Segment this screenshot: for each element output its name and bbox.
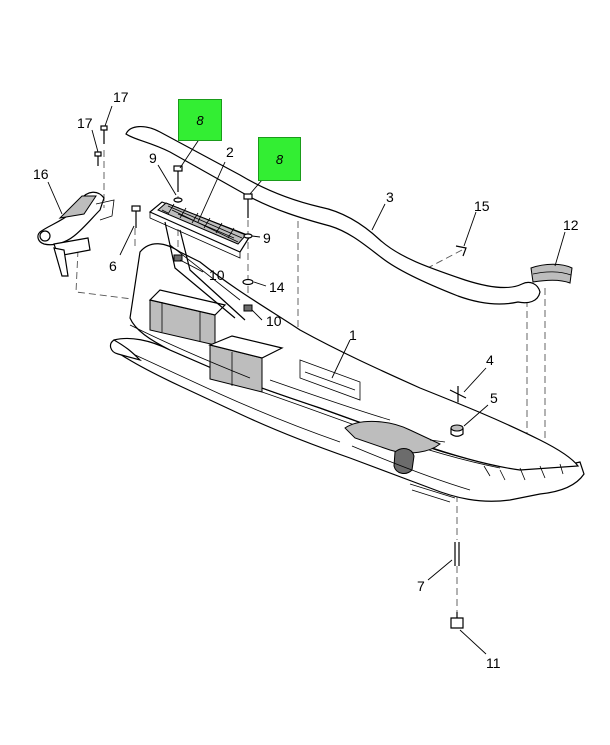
callout-11: 11: [486, 655, 501, 671]
callout-6: 6: [109, 258, 117, 274]
callout-3: 3: [386, 189, 394, 205]
cowl-panel-part-1: [109, 243, 585, 503]
callout-15: 15: [474, 198, 490, 214]
bracket-part-16: [37, 191, 115, 277]
highlight-box-8-left[interactable]: 8: [178, 99, 222, 141]
callout-17-lower: 17: [77, 115, 93, 131]
callout-14: 14: [269, 279, 285, 295]
callout-4: 4: [486, 352, 494, 368]
fasteners: [94, 125, 467, 629]
callout-5: 5: [490, 390, 498, 406]
callout-17-top: 17: [113, 89, 129, 105]
callout-2: 2: [226, 144, 234, 160]
highlight-box-8-right[interactable]: 8: [258, 137, 301, 181]
callout-10-lower: 10: [266, 313, 282, 329]
callout-9-left: 9: [149, 150, 157, 166]
callout-8-left: 8: [196, 112, 204, 128]
callout-16: 16: [33, 166, 49, 182]
callout-12: 12: [563, 217, 579, 233]
clip-part-15: [455, 245, 467, 257]
callout-1: 1: [349, 327, 357, 343]
callout-10-upper: 10: [209, 267, 225, 283]
weatherstrip-part-3: [125, 126, 541, 305]
callout-9-right: 9: [263, 230, 271, 246]
callout-7: 7: [417, 578, 425, 594]
seal-part-12: [530, 263, 573, 284]
leader-lines: [47, 105, 566, 655]
callout-8-right: 8: [275, 151, 284, 167]
